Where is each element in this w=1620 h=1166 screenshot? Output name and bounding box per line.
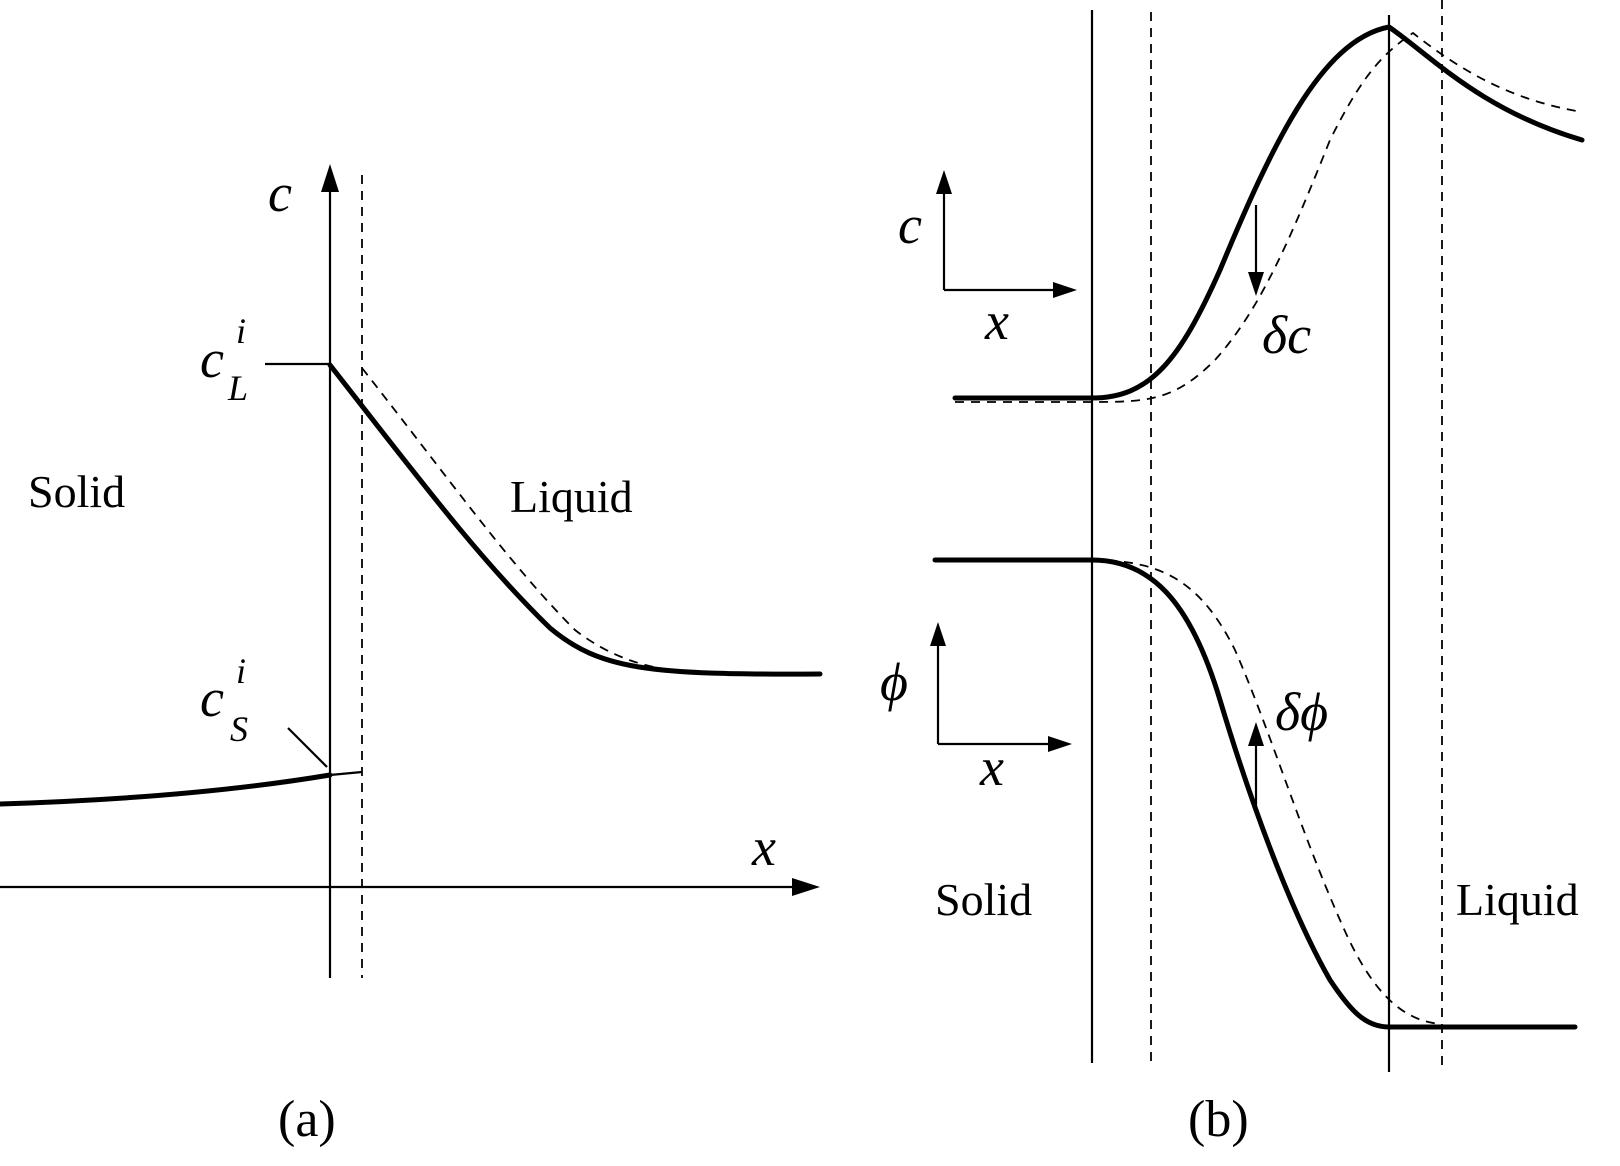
panel-a: c x c i L c i S Solid Liquid (a): [0, 163, 823, 1148]
panel-b-c-inset-x-label: x: [984, 291, 1009, 351]
panel-b-delta-phi-arrowhead: [1248, 722, 1264, 746]
panel-b-c-inset-y-label: c: [898, 195, 922, 255]
panel-a-liquid-label: Liquid: [510, 471, 633, 522]
panel-a-solid-label: Solid: [28, 466, 125, 517]
panel-b-phi-inset-y-label: ϕ: [880, 652, 908, 712]
panel-b-liquid-label: Liquid: [1456, 874, 1579, 925]
panel-b: c x ϕ x δc δϕ Solid Liquid (b): [880, 0, 1585, 1148]
panel-a-cS-label: c i S: [200, 651, 248, 749]
panel-b-c-inset-x-arrowhead: [1053, 282, 1077, 298]
panel-a-liquid-profile-shifted: [361, 367, 681, 671]
panel-b-delta-phi-label: δϕ: [1275, 682, 1328, 742]
panel-b-phi-inset-y-arrowhead: [930, 622, 946, 646]
panel-b-c-profile-shifted: [955, 31, 1583, 403]
panel-a-x-axis-arrowhead: [792, 878, 820, 896]
panel-a-cS-leader: [287, 727, 328, 768]
panel-a-cL-sub: L: [227, 368, 248, 408]
panel-a-cS-base: c: [200, 668, 224, 728]
panel-b-delta-c-arrowhead: [1248, 272, 1264, 296]
panel-b-c-inset-y-arrowhead: [936, 170, 952, 194]
panel-b-phi-inset-x-label: x: [979, 737, 1004, 797]
panel-b-phi-inset-x-arrowhead: [1048, 736, 1072, 752]
panel-a-c-axis-arrowhead: [321, 164, 339, 192]
panel-a-caption: (a): [278, 1091, 336, 1148]
panel-b-caption: (b): [1188, 1091, 1249, 1148]
panel-a-x-axis-label: x: [751, 817, 776, 877]
panel-a-cL-base: c: [200, 329, 224, 389]
panel-a-c-axis-label: c: [268, 163, 292, 223]
panel-b-c-profile: [952, 24, 1585, 401]
panel-b-phi-profile-shifted: [1091, 559, 1441, 1025]
panel-a-cS-sub: S: [230, 709, 248, 749]
panel-a-cS-sup: i: [236, 651, 246, 691]
panel-a-cL-label: c i L: [200, 311, 248, 408]
panel-b-solid-label: Solid: [935, 874, 1032, 925]
panel-b-delta-c-label: δc: [1262, 305, 1311, 365]
panel-a-solid-profile: [0, 772, 333, 807]
panel-a-solid-profile-shifted: [329, 770, 363, 777]
panel-a-liquid-profile: [327, 362, 823, 677]
panel-a-cL-sup: i: [236, 311, 246, 351]
